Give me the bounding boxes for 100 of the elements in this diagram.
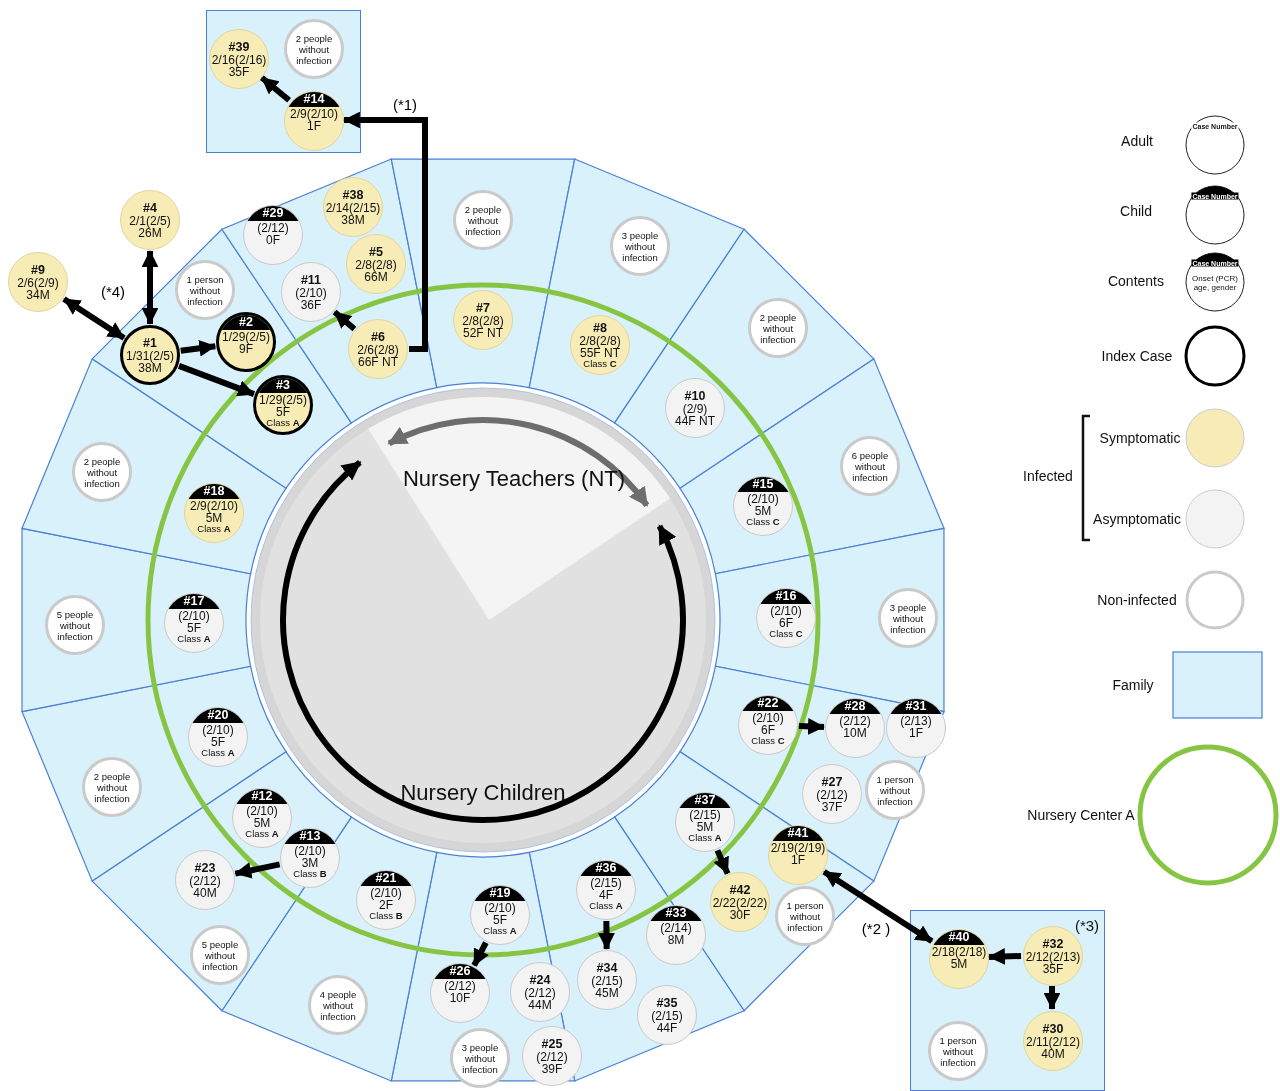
case-circle bbox=[929, 929, 989, 989]
uninfected-count: 6 people without infection bbox=[850, 449, 890, 483]
onset-date: (2/10) bbox=[295, 287, 327, 299]
age-gender: 26M bbox=[138, 227, 162, 239]
onset-date: (2/12) bbox=[524, 987, 556, 999]
case-number: #39 bbox=[228, 40, 250, 54]
case-number: #1 bbox=[143, 336, 157, 350]
age-gender: 9F bbox=[239, 343, 253, 355]
legend-label: Child bbox=[1120, 203, 1152, 219]
onset-date: 2/8(2/8) bbox=[579, 335, 621, 347]
onset-date: (2/12) bbox=[839, 715, 871, 727]
arrow bbox=[988, 948, 1022, 965]
onset-date: 1/29(2/5) bbox=[259, 394, 307, 406]
bracket-label: Infected bbox=[1023, 467, 1073, 485]
legend-label: Nursery Center A bbox=[1027, 807, 1135, 823]
age-gender: 1F bbox=[909, 727, 923, 739]
onset-date: (2/15) bbox=[591, 975, 623, 987]
group-label: Nursery Children bbox=[400, 780, 566, 806]
legend-label: Symptomatic bbox=[1099, 430, 1181, 446]
uninfected-count: 1 person without infection bbox=[785, 899, 825, 933]
onset-date: (2/12) bbox=[189, 875, 221, 887]
age-gender: 40M bbox=[1041, 1048, 1065, 1060]
case-circle bbox=[1023, 1011, 1083, 1071]
case-number: #34 bbox=[596, 961, 618, 975]
onset-date: 2/12(2/13) bbox=[1025, 951, 1081, 963]
age-gender: 5F bbox=[493, 914, 507, 926]
onset-date: (2/9) bbox=[682, 403, 708, 415]
onset-date: (2/10) bbox=[294, 845, 326, 857]
uninfected-count: 2 people without infection bbox=[758, 311, 798, 345]
age-gender: 6F bbox=[779, 617, 793, 629]
age-gender: 52F NT bbox=[463, 327, 503, 339]
class-label: Class B bbox=[369, 911, 403, 921]
uninfected-count: 1 person without infection bbox=[938, 1034, 978, 1068]
legend-label: Index Case bbox=[1101, 348, 1173, 364]
age-gender: 5F bbox=[187, 622, 201, 634]
age-gender: 1F bbox=[307, 120, 321, 132]
class-label: Class A bbox=[245, 829, 279, 839]
class-label: Class C bbox=[769, 629, 803, 639]
onset-date: (2/10) bbox=[246, 805, 278, 817]
uninfected-count: 3 people without infection bbox=[460, 1041, 500, 1075]
age-gender: 30F bbox=[729, 909, 751, 921]
onset-date: 2/16(2/16) bbox=[211, 54, 267, 66]
case-circle bbox=[209, 29, 269, 89]
age-gender: 37F bbox=[821, 801, 843, 813]
class-label: Class A bbox=[197, 524, 231, 534]
case-number: #38 bbox=[342, 188, 364, 202]
age-gender: 39F bbox=[541, 1063, 563, 1075]
family-box bbox=[910, 910, 1105, 1091]
onset-date: (2/10) bbox=[202, 724, 234, 736]
onset-date: 1/31(2/5) bbox=[126, 350, 174, 362]
arrow bbox=[822, 869, 934, 944]
age-gender: 34M bbox=[26, 289, 50, 301]
onset-date: 2/14(2/15) bbox=[325, 202, 381, 214]
onset-date: (2/15) bbox=[689, 809, 721, 821]
case-number: #42 bbox=[729, 883, 751, 897]
age-gender: 5M bbox=[754, 505, 772, 517]
age-gender: 38M bbox=[138, 362, 162, 374]
uninfected-count: 5 people without infection bbox=[200, 938, 240, 972]
age-gender: 5M bbox=[950, 958, 968, 970]
group-label: Nursery Teachers (NT) bbox=[402, 466, 626, 492]
arrow bbox=[598, 920, 615, 950]
case-number: #24 bbox=[529, 973, 551, 987]
age-gender: 55F NT bbox=[580, 347, 620, 359]
age-gender: 2F bbox=[379, 899, 393, 911]
onset-date: 2/9(2/10) bbox=[190, 500, 238, 512]
age-gender: 5M bbox=[253, 817, 271, 829]
legend-label: Asymptomatic bbox=[1093, 511, 1181, 527]
uninfected-count: 1 person without infection bbox=[185, 273, 225, 307]
age-gender: 44M bbox=[528, 999, 552, 1011]
age-gender: 45M bbox=[595, 987, 619, 999]
case-number: #23 bbox=[194, 861, 216, 875]
onset-date: (2/12) bbox=[444, 980, 476, 992]
age-gender: 66F NT bbox=[358, 356, 398, 368]
onset-date: 2/1(2/5) bbox=[129, 215, 171, 227]
uninfected-count: 2 people without infection bbox=[82, 455, 122, 489]
onset-date: (2/12) bbox=[257, 222, 289, 234]
age-gender: 0F bbox=[266, 234, 280, 246]
uninfected-count: 2 people without infection bbox=[92, 770, 132, 804]
onset-date: (2/12) bbox=[536, 1051, 568, 1063]
onset-date: 2/6(2/8) bbox=[357, 344, 399, 356]
arrow bbox=[713, 849, 731, 875]
case-number: #5 bbox=[369, 245, 383, 259]
onset-date: (2/10) bbox=[752, 712, 784, 724]
age-gender: 66M bbox=[364, 271, 388, 283]
onset-date: (2/10) bbox=[747, 493, 779, 505]
arrow bbox=[798, 718, 825, 735]
class-label: Class A bbox=[483, 926, 517, 936]
case-circle bbox=[120, 190, 180, 250]
uninfected-count: 1 person without infection bbox=[875, 773, 915, 807]
case-number: #4 bbox=[143, 201, 157, 215]
age-gender: 10M bbox=[843, 727, 867, 739]
family-box bbox=[206, 10, 361, 153]
uninfected-count: 2 people without infection bbox=[463, 203, 503, 237]
class-label: Class A bbox=[201, 748, 235, 758]
age-gender: 3M bbox=[301, 857, 319, 869]
onset-date: 2/19(2/19) bbox=[770, 842, 826, 854]
case-number: #27 bbox=[821, 775, 843, 789]
case-number: #30 bbox=[1042, 1022, 1064, 1036]
case-number: #10 bbox=[684, 389, 706, 403]
arrow bbox=[234, 861, 281, 879]
